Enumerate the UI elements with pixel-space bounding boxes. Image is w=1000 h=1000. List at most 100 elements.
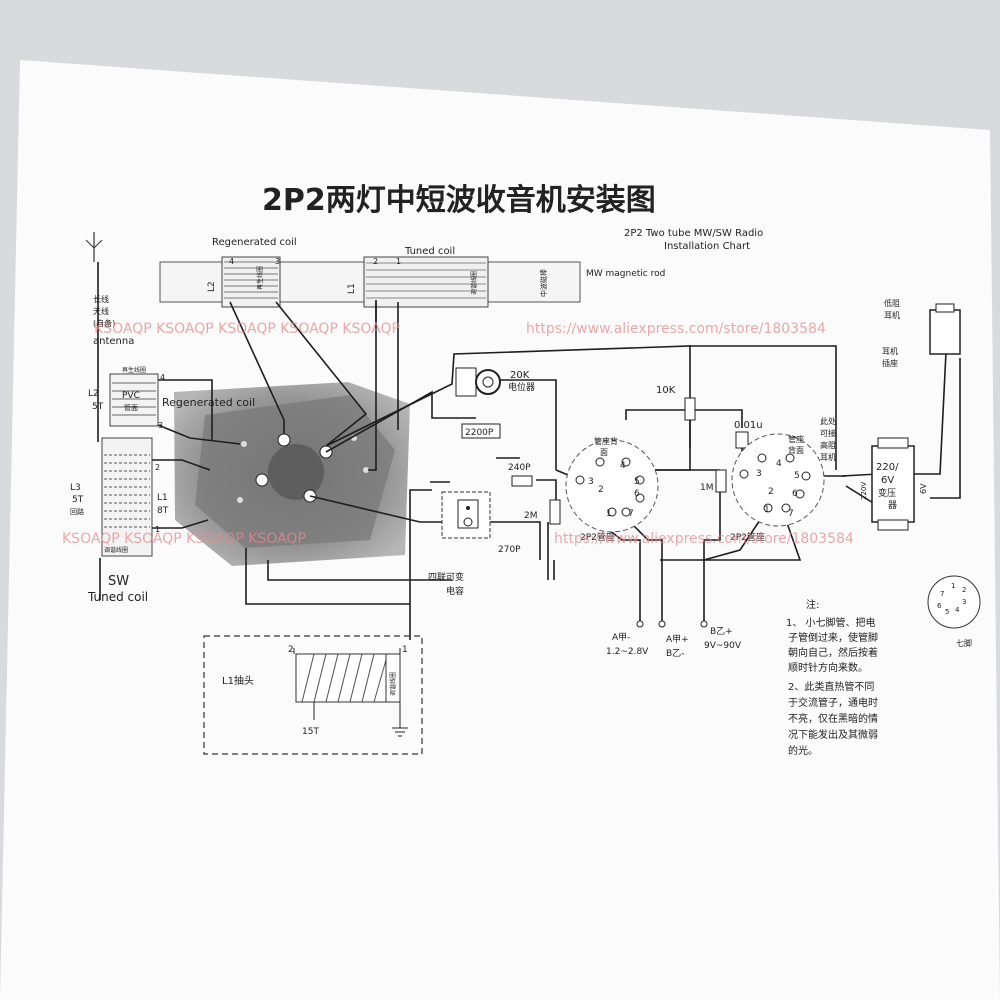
transformer-label-2: 6V (881, 475, 894, 486)
pin-4-top: 4 (229, 257, 234, 266)
note-line: 子管倒过来，使管脚 (788, 631, 878, 644)
t2-pin-label: 2 (768, 487, 774, 497)
terminal-b-plus (700, 620, 708, 628)
sw-coil-assembly (101, 373, 159, 557)
l3-l1-coil-box (101, 437, 153, 557)
l1-8t-label-b: 8T (157, 506, 169, 516)
tube-socket-1 (565, 439, 659, 533)
svg-text:3: 3 (962, 598, 966, 606)
transformer (871, 437, 915, 531)
cap-2200p-label: 2200P (465, 428, 494, 438)
t1-pin-label: 1 (606, 509, 612, 519)
note-line: 不亮，仅在黑暗的情 (788, 712, 878, 725)
rod-tag-top: 中波磁棒 (539, 269, 548, 297)
resistor-2m (549, 499, 561, 525)
capacitor-240p (511, 475, 533, 487)
potentiometer-20k (455, 367, 501, 397)
tap-2-label: 2 (288, 645, 294, 655)
b-plus-label: B乙+ (710, 626, 733, 637)
wiring (97, 262, 961, 640)
transformer-label-3: 变压 (878, 487, 896, 499)
regen-tag-small: 再生线圈 (122, 366, 146, 374)
cap-270p-label: 270P (498, 545, 521, 555)
tuned-coil-winding (363, 256, 489, 308)
mw-rod-label: MW magnetic rod (586, 269, 665, 279)
pin-3-top: 3 (275, 257, 280, 266)
subtitle-line-2: Installation Chart (664, 241, 750, 252)
capacitor-001u (735, 431, 749, 449)
a-minus-label: A甲- (612, 632, 630, 643)
tube-socket-2 (715, 433, 825, 527)
l3-tag-label: 回路 (70, 507, 84, 516)
antenna-label: antenna (93, 336, 134, 347)
lowz-cn-2: 耳机 (884, 310, 900, 320)
transformer-6v: 6V (919, 483, 928, 494)
t2-pin-label-6: 6 (792, 489, 798, 499)
switch-lug (255, 473, 269, 487)
note-line: 朝向自己，然后按着 (788, 646, 878, 659)
var-cap-cn-2: 电容 (446, 585, 464, 597)
pin-1-top: 1 (396, 257, 401, 266)
switch-lug (277, 433, 291, 447)
note-line: 的光。 (788, 744, 818, 757)
regen-tag-top: 再生线圈 (256, 266, 264, 290)
socket2-cn-2: 背面 (788, 445, 804, 455)
t2-pin-label-7: 7 (788, 509, 794, 519)
sw-label: SW (108, 574, 129, 589)
l1-tap-diagram (203, 635, 423, 755)
note-line: 顺时针方向来数。 (788, 661, 868, 674)
pin-2-left: 2 (155, 463, 160, 472)
tuned-coil-label-top: Tuned coil (404, 246, 455, 257)
antenna-icon (85, 232, 103, 262)
tap-1-label: 1 (402, 645, 408, 655)
res-2m-label: 2M (524, 511, 538, 521)
svg-text:5: 5 (945, 608, 949, 616)
resistor-10k (684, 397, 696, 421)
res-240p-label: 240P (508, 463, 531, 473)
l2-label-top: L2 (207, 281, 217, 292)
res-1m-label: 1M (700, 483, 714, 493)
tuned-tag-top: 调谐线圈 (470, 271, 478, 295)
top-coil-assembly: Regenerated coil Tuned coil MW magnetic … (159, 237, 665, 308)
seven-pin-diagram: 1 7 6 5 4 3 2 (927, 575, 981, 629)
cap-001u-label: 0.01u (734, 420, 763, 431)
var-cap-cn-1: 四联可变 (428, 571, 464, 583)
seven-pin-label: 七脚 (956, 638, 972, 648)
a-minus-voltage: 1.2~2.8V (606, 647, 649, 657)
svg-text:2: 2 (962, 586, 966, 594)
svg-text:4: 4 (955, 606, 960, 614)
jack-cn-1: 耳机 (882, 346, 898, 356)
b-plus-voltage: 9V~90V (704, 641, 742, 651)
antenna-cn-2: 天线 (93, 306, 109, 316)
notes-heading: 注: (806, 598, 819, 611)
l3-label: L3 (70, 483, 81, 493)
lowz-cn-1: 低阻 (884, 298, 900, 308)
svg-text:1: 1 (951, 582, 955, 590)
tube2-label: 2P2管座 (730, 531, 765, 543)
l1-tap-label: L1抽头 (222, 674, 254, 687)
watermark-right-2: https://www.aliexpress.com/store/1803584 (554, 531, 854, 547)
tuned-tag-small: 调谐线圈 (104, 546, 128, 554)
l3-5t-label: 5T (72, 495, 84, 505)
variable-capacitor (441, 491, 491, 539)
t1-pin-label: 4 (620, 461, 626, 471)
socket2-cn-1: 管座 (788, 434, 804, 444)
antenna-cn-1: 长线 (93, 294, 109, 304)
transformer-220v: 220V (860, 482, 868, 500)
t2-pin-label-5: 5 (794, 471, 800, 481)
watermark-left-2: KSOAQP KSOAQP KSOAQP KSOAQP (62, 531, 306, 547)
t1-pin-label-7: 7 (628, 509, 634, 519)
pvc-pipe-label: 管面 (124, 403, 138, 412)
b-minus-label: B乙- (666, 648, 684, 659)
pot-cn-label: 电位器 (508, 381, 535, 393)
terminal-a-plus (658, 620, 666, 628)
tube1-label: 2P2管座 (580, 531, 615, 543)
l1-label-top: L1 (347, 283, 357, 294)
watermark-left: KSOAQP KSOAQP KSOAQP KSOAQP KSOAQP (94, 321, 400, 337)
jack-cn-2: 插座 (882, 358, 898, 368)
hi-z-note-3: 高阻 (820, 440, 836, 450)
watermark-right: https://www.aliexpress.com/store/1803584 (526, 321, 826, 337)
headphone-jack-icon (929, 303, 961, 355)
